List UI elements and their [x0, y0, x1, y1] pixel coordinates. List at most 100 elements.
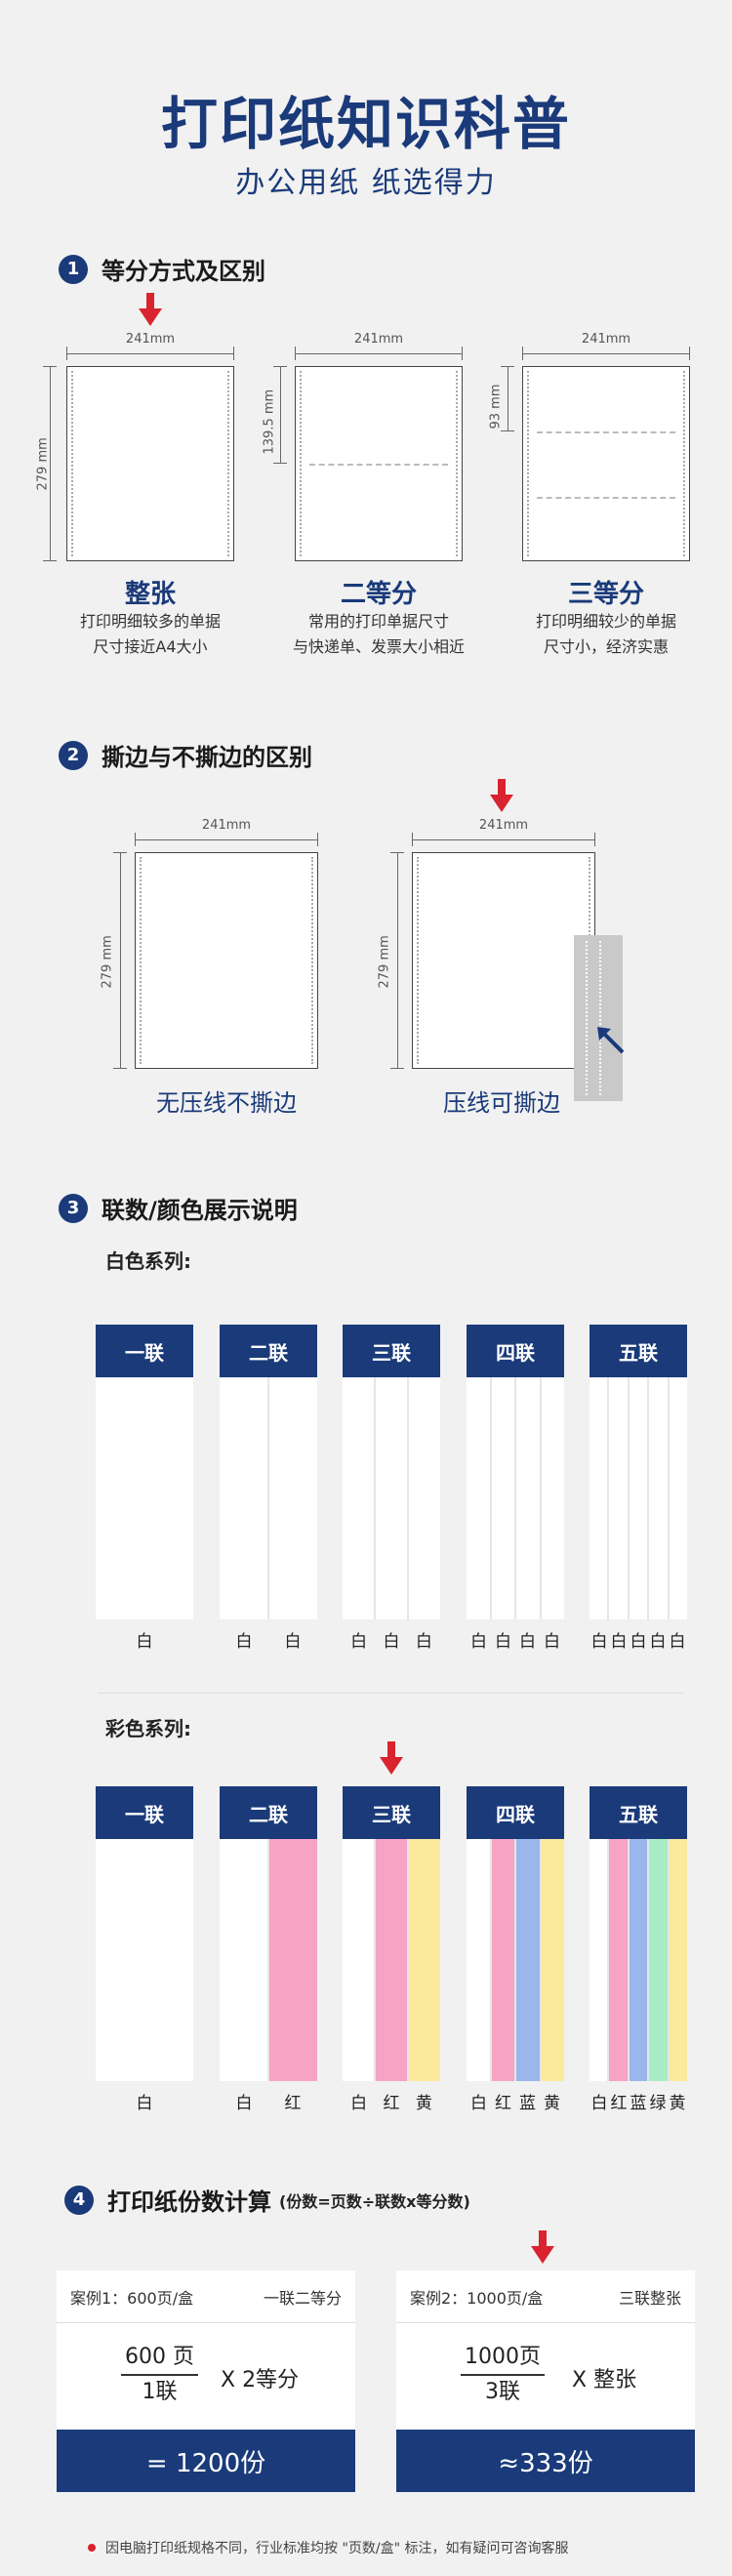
ply-strip — [516, 1377, 542, 1619]
ply-strip — [649, 1377, 670, 1619]
ply-column: 四联白红蓝黄 — [467, 1786, 564, 2113]
ply-column-head: 五联 — [590, 1325, 687, 1377]
section-number: 4 — [64, 2185, 94, 2215]
caption-no-tear: 无压线不撕边 — [156, 1089, 297, 1117]
ply-strip — [630, 1377, 650, 1619]
ply-column: 四联白白白白 — [467, 1325, 564, 1652]
ply-strip — [220, 1839, 269, 2081]
ply-column-head: 一联 — [96, 1325, 193, 1377]
ply-color-label: 黄 — [544, 2094, 560, 2113]
ply-strips — [96, 1839, 193, 2081]
ply-strips — [590, 1839, 688, 2081]
ply-strip — [590, 1839, 610, 2081]
footer-note: 因电脑打印纸规格不同，行业标准均按 "页数/盒" 标注，如有疑问可咨询客服 — [88, 2538, 569, 2557]
width-dimension — [412, 833, 595, 846]
ply-column: 二联白红 — [220, 1786, 317, 2113]
ply-strip — [376, 1839, 409, 2081]
paper-sheet-tearable — [412, 852, 595, 1069]
multiplier: X 整张 — [572, 2368, 637, 2392]
page-subtitle: 办公用纸 纸选得力 — [235, 166, 497, 200]
height-dimension — [390, 852, 404, 1069]
red-arrow-down-icon — [380, 1741, 403, 1775]
case-spec: 三联整张 — [618, 2288, 681, 2308]
ply-color-label: 白 — [590, 2094, 608, 2113]
ply-strip — [269, 1377, 317, 1619]
ply-strip — [491, 1839, 516, 2081]
ply-column: 二联白白 — [220, 1325, 317, 1652]
width-dimension — [522, 347, 690, 360]
ply-color-label: 白 — [235, 2094, 253, 2113]
type-desc-half: 常用的打印单据尺寸与快递单、发票大小相近 — [292, 612, 465, 656]
section-1-heading: 1 等分方式及区别 — [59, 252, 265, 286]
paper-sheet-no-tear — [135, 852, 318, 1069]
ply-strips — [590, 1377, 687, 1619]
third-height-dimension — [501, 366, 514, 431]
ply-color-label: 白 — [136, 1632, 153, 1652]
ply-strips — [343, 1839, 440, 2081]
case-card-1: 案例1：600页/盒一联二等分 600 页 1联 X 2等分 = 1200份 — [57, 2270, 355, 2492]
ply-labels: 白红黄 — [343, 2089, 440, 2113]
ply-column: 三联白红黄 — [343, 1786, 440, 2113]
type-name-third: 三等分 — [567, 580, 644, 609]
ply-strip — [409, 1377, 440, 1619]
ply-strips — [220, 1839, 317, 2081]
ply-color-label: 白 — [284, 1632, 302, 1652]
ply-color-label: 白 — [630, 1632, 647, 1652]
ply-strip — [269, 1839, 317, 2081]
width-dimension — [135, 833, 318, 846]
ply-column: 三联白白白 — [343, 1325, 440, 1652]
width-dimension — [295, 347, 463, 360]
paper-sheet-half — [295, 366, 463, 561]
ply-strips — [343, 1377, 440, 1619]
tear-arrow-icon — [597, 1027, 625, 1054]
ply-column-head: 四联 — [467, 1325, 564, 1377]
ply-color-label: 白 — [415, 1632, 432, 1652]
ply-color-label: 白 — [669, 1632, 686, 1652]
ply-color-label: 红 — [610, 2094, 628, 2113]
case-label: 案例1：600页/盒 — [70, 2288, 194, 2308]
section-4-heading: 4 打印纸份数计算 (份数=页数÷联数x等分数) — [64, 2183, 470, 2217]
ply-column-head: 三联 — [343, 1786, 440, 1839]
type-name-full: 整张 — [124, 580, 176, 609]
ply-labels: 白白白 — [343, 1627, 440, 1652]
ply-column-head: 二联 — [220, 1325, 317, 1377]
section-title: 打印纸份数计算 — [107, 2188, 271, 2216]
ply-color-label: 白 — [590, 1632, 608, 1652]
ply-color-label: 红 — [383, 2094, 400, 2113]
case-label: 案例2：1000页/盒 — [410, 2288, 544, 2308]
ply-color-label: 黄 — [669, 2094, 686, 2113]
tear-strip — [574, 935, 623, 1101]
paper-sheet-third — [522, 366, 690, 561]
third-height-label: 93 mm — [488, 384, 504, 429]
ply-color-label: 蓝 — [630, 2094, 647, 2113]
ply-strips — [220, 1377, 317, 1619]
ply-color-label: 白 — [383, 1632, 400, 1652]
red-arrow-down-icon — [139, 293, 162, 326]
ply-strip — [590, 1377, 610, 1619]
case-spec: 一联二等分 — [263, 2288, 342, 2308]
height-label: 279 mm — [100, 935, 115, 989]
page-title: 打印纸知识科普 — [160, 91, 571, 157]
color-series-label: 彩色系列: — [105, 1717, 191, 1740]
half-height-label: 139.5 mm — [262, 388, 277, 455]
ply-column-head: 五联 — [590, 1786, 687, 1839]
ply-strip — [96, 1377, 193, 1619]
width-label: 241mm — [201, 818, 252, 833]
ply-color-label: 白 — [649, 1632, 667, 1652]
caption-tearable: 压线可撕边 — [443, 1089, 560, 1117]
ply-labels: 白红蓝黄 — [467, 2089, 564, 2113]
ply-color-label: 黄 — [415, 2094, 432, 2113]
ply-column-head: 一联 — [96, 1786, 193, 1839]
ply-color-label: 蓝 — [519, 2094, 536, 2113]
multiplier: X 2等分 — [221, 2368, 300, 2392]
ply-strip — [669, 1839, 688, 2081]
ply-color-label: 白 — [544, 1632, 560, 1652]
section-number: 2 — [59, 740, 88, 770]
ply-color-label: 白 — [495, 1632, 511, 1652]
height-dimension — [43, 366, 57, 561]
height-label: 279 mm — [35, 437, 51, 491]
ply-color-label: 白 — [519, 1632, 536, 1652]
ply-strip — [492, 1377, 516, 1619]
ply-strip — [409, 1839, 440, 2081]
ply-color-label: 红 — [495, 2094, 511, 2113]
